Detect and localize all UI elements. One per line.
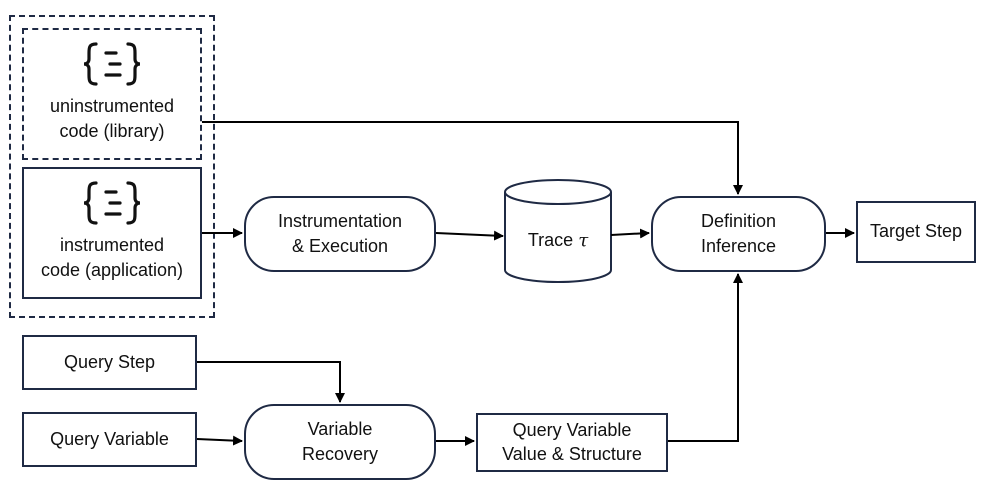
trace-label-text: Trace [527, 229, 574, 250]
instrumentation-line2: & Execution [291, 236, 389, 256]
definition-line2: Inference [700, 236, 777, 256]
code-group-dashed [9, 15, 215, 318]
arrow-query-variable-to-recovery [196, 435, 243, 446]
arrow-instrumentation-to-trace [435, 230, 504, 241]
variable-recovery-line2: Recovery [301, 444, 379, 464]
target-step-label: Target Step [869, 221, 963, 242]
query-variable-label: Query Variable [50, 428, 169, 449]
arrow-trace-to-definition [610, 228, 650, 239]
query-variable-value-structure-node: Query Variable Value & Structure [476, 413, 668, 472]
query-variable-node: Query Variable [22, 412, 197, 467]
uninstrumented-label-line1: uninstrumented [49, 96, 175, 116]
instrumentation-execution-node: Instrumentation & Execution [244, 196, 436, 272]
instrumented-label-line1: instrumented [59, 235, 165, 255]
trace-cylinder-node [504, 179, 612, 283]
arrow-value-to-definition [668, 273, 743, 442]
instrumentation-line1: Instrumentation [277, 210, 403, 231]
arrow-library-to-definition [202, 121, 743, 195]
arrow-query-step-to-recovery [197, 361, 345, 403]
query-step-label: Query Step [63, 351, 156, 372]
uninstrumented-label-line2: code (library) [59, 121, 165, 142]
instrumented-label-line2: code (application) [40, 260, 184, 281]
query-value-line1: Query Variable [512, 420, 632, 441]
variable-recovery-line1: Variable [307, 418, 373, 439]
code-braces-icon [83, 181, 141, 225]
definition-inference-node: Definition Inference [651, 196, 826, 272]
query-step-node: Query Step [22, 335, 197, 390]
variable-recovery-node: Variable Recovery [244, 404, 436, 480]
trace-tau-symbol: τ [578, 229, 589, 251]
code-braces-icon [83, 42, 141, 86]
trace-label: Trace τ [504, 222, 612, 258]
uninstrumented-code-box: uninstrumented code (library) [22, 28, 202, 160]
query-value-line2: Value & Structure [502, 443, 642, 464]
instrumented-code-box: instrumented code (application) [22, 167, 202, 299]
definition-line1: Definition [700, 210, 777, 231]
target-step-node: Target Step [856, 201, 976, 263]
